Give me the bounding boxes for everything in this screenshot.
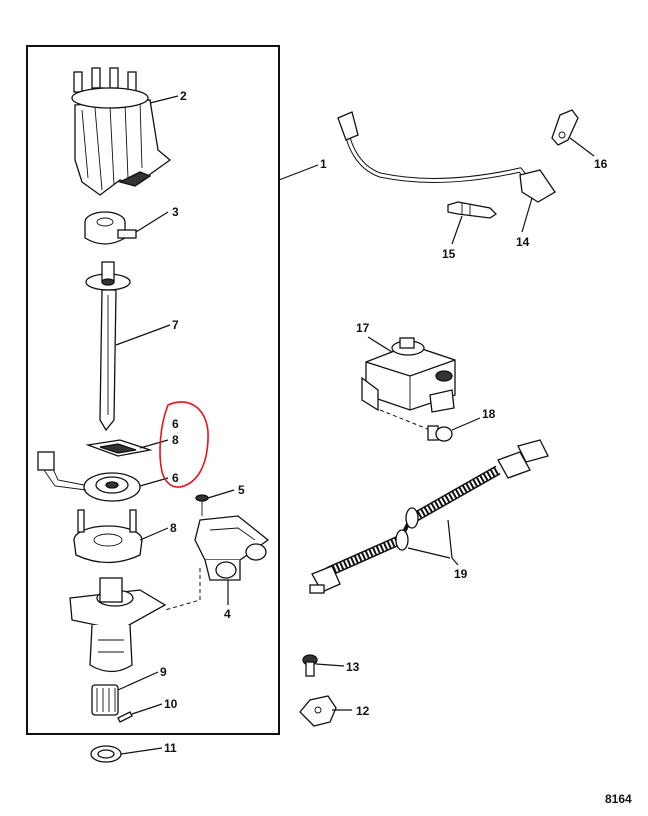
callout-4: 4 <box>224 607 231 621</box>
callout-15: 15 <box>442 247 456 261</box>
spark-plug-terminal <box>447 201 498 219</box>
distributor-assembly-frame <box>26 45 280 735</box>
wiring-harness <box>309 439 549 594</box>
distributor-base <box>69 577 167 673</box>
distributor-housing-cup <box>73 509 143 564</box>
washer <box>90 745 122 763</box>
callout-6-bottom: 6 <box>172 471 179 485</box>
ignition-coil <box>361 337 456 413</box>
callout-13: 13 <box>346 660 360 674</box>
pickup-coil <box>37 451 141 502</box>
callout-7: 7 <box>172 318 179 332</box>
coil-high-tension-wire <box>337 111 556 203</box>
callout-10: 10 <box>164 697 178 711</box>
callout-3: 3 <box>172 205 179 219</box>
module-mount-dashed-line <box>164 568 201 611</box>
distributor-shaft <box>85 261 131 432</box>
callout-6-top: 6 <box>172 417 179 431</box>
roll-pin <box>117 711 133 723</box>
callout-2: 2 <box>180 89 187 103</box>
wire-clip <box>551 109 579 146</box>
module-screw <box>195 494 209 516</box>
callout-16: 16 <box>594 157 608 171</box>
rotor <box>84 211 137 245</box>
callout-5: 5 <box>238 483 245 497</box>
coil-screw <box>427 425 453 442</box>
callout-8-bottom: 8 <box>170 521 177 535</box>
coil-mount-dashed-line <box>379 409 431 431</box>
drive-gear <box>91 684 119 716</box>
red-highlight-circle <box>159 401 209 488</box>
callout-19: 19 <box>454 567 468 581</box>
retaining-clamp <box>299 695 337 727</box>
callout-9: 9 <box>160 665 167 679</box>
callout-11: 11 <box>164 741 177 755</box>
callout-12: 12 <box>356 704 370 718</box>
callout-17: 17 <box>356 321 370 335</box>
pickup-plate <box>85 439 153 457</box>
callout-1: 1 <box>320 157 327 171</box>
distributor-cap <box>71 67 172 196</box>
callout-18: 18 <box>482 407 496 421</box>
bracket-bolt <box>302 654 318 677</box>
ignition-module <box>194 515 270 581</box>
callout-8-top: 8 <box>172 433 179 447</box>
figure-number: 8164 <box>605 792 632 806</box>
callout-14: 14 <box>516 235 530 249</box>
